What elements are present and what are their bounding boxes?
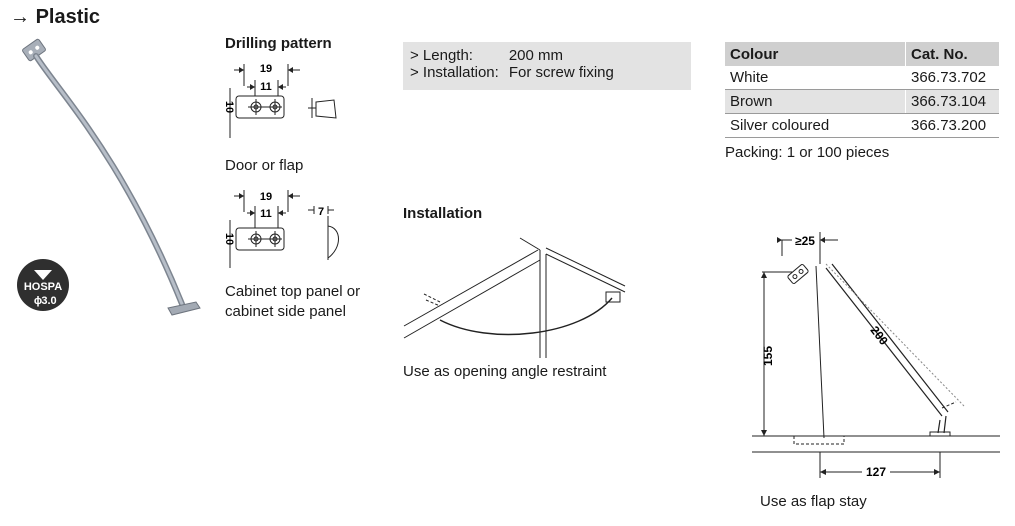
- packing-note: Packing: 1 or 100 pieces: [725, 144, 890, 161]
- flap-stay-diagram: ≥25 200 155 127: [752, 232, 1000, 479]
- spec-key: > Installation:: [410, 64, 499, 81]
- cat-no-cell: 366.73.200: [905, 113, 999, 138]
- cabinet-caption-line-2: cabinet side panel: [225, 303, 346, 320]
- flap-stay-caption: Use as flap stay: [760, 493, 867, 510]
- dim-cabinet-outer: 19: [260, 191, 272, 203]
- cat-no-cell: 366.73.702: [905, 66, 999, 90]
- dim-door-outer: 19: [260, 63, 272, 75]
- page-title: → Plastic: [10, 6, 100, 29]
- specs-box: > Length: 200 mm > Installation: For scr…: [403, 42, 691, 90]
- spec-row-installation: > Installation: For screw fixing: [410, 64, 614, 81]
- hospa-screw-badge: HOSPA ϕ 3.0: [17, 259, 69, 311]
- dim-cabinet-height: 10: [223, 233, 235, 245]
- badge-diameter-symbol: ϕ: [34, 295, 42, 307]
- cat-no-cell: 366.73.104: [905, 89, 999, 114]
- order-table-header: Colour Cat. No.: [725, 42, 999, 66]
- page-title-text: Plastic: [35, 6, 101, 28]
- drilling-diagram-door: 19 11 10: [223, 63, 337, 138]
- spec-row-length: > Length: 200 mm: [410, 47, 614, 64]
- table-row: White 366.73.702: [725, 66, 999, 90]
- colour-cell: White: [725, 66, 906, 90]
- dim-offset: ≥25: [795, 234, 815, 248]
- dim-door-height: 10: [223, 101, 235, 113]
- installation-title: Installation: [403, 205, 483, 222]
- column-header-cat-no: Cat. No.: [905, 42, 999, 66]
- badge-brand: HOSPA: [24, 281, 62, 293]
- dim-base: 127: [866, 465, 886, 479]
- arrow-right-icon: →: [10, 6, 30, 28]
- cabinet-caption-line-1: Cabinet top panel or: [225, 283, 361, 300]
- dim-cabinet-depth: 7: [318, 206, 324, 218]
- door-caption: Door or flap: [225, 157, 304, 174]
- colour-cell: Silver coloured: [725, 113, 906, 138]
- dim-height: 155: [761, 346, 775, 366]
- installation-caption: Use as opening angle restraint: [403, 363, 607, 380]
- cabinet-caption: Cabinet top panel or cabinet side panel: [225, 282, 360, 322]
- spec-key: > Length:: [410, 47, 473, 64]
- product-image: [22, 38, 201, 316]
- dim-door-inner: 11: [260, 81, 272, 93]
- badge-diameter: 3.0: [41, 295, 56, 307]
- column-header-colour: Colour: [725, 42, 906, 66]
- dim-cabinet-inner: 11: [260, 208, 272, 220]
- installation-diagram: [403, 237, 626, 358]
- table-row: Silver coloured 366.73.200: [725, 113, 999, 138]
- spec-value: 200 mm: [508, 47, 563, 64]
- order-table: Colour Cat. No. White 366.73.702 Brown 3…: [725, 42, 999, 138]
- spec-value: For screw fixing: [508, 64, 614, 81]
- drilling-pattern-title: Drilling pattern: [225, 35, 332, 52]
- colour-cell: Brown: [725, 89, 906, 114]
- table-row: Brown 366.73.104: [725, 89, 999, 114]
- drilling-diagram-cabinet: 19 11 10 7: [223, 190, 339, 268]
